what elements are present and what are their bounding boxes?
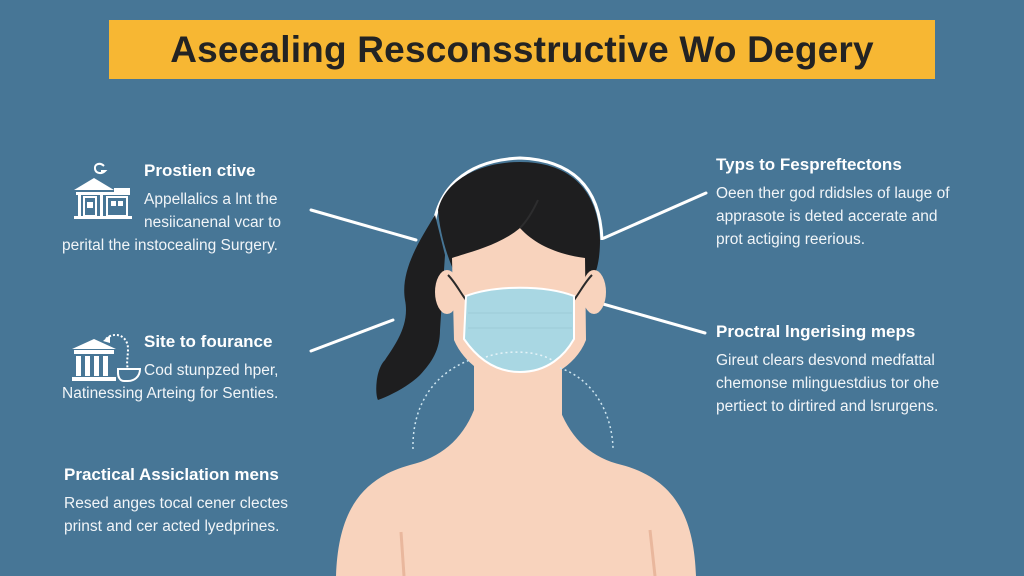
- section-heading: Proctral lngerising meps: [716, 322, 916, 341]
- neck: [474, 330, 562, 427]
- shoulders: [336, 410, 696, 576]
- connector-lines: [309, 191, 708, 353]
- section-text-line: Oeen ther god rdidsles of lauge of: [716, 185, 950, 202]
- info-block-left-3: Practical Assiclation mens Resed anges t…: [64, 464, 324, 538]
- section-text-line: prot actiging reerious.: [716, 231, 866, 248]
- page-title: Aseealing Resconsstructive Wo Degery: [170, 28, 874, 70]
- section-heading: Practical Assiclation mens: [64, 465, 279, 484]
- right-ear: [582, 270, 606, 314]
- section-heading: Prostien ctive: [144, 161, 256, 180]
- classical-building-arrow-icon: [72, 333, 142, 382]
- section-text-line: Appellalics a lnt the: [144, 191, 278, 208]
- section-text-line: Natinessing Arteing for Senties.: [62, 385, 279, 402]
- info-block-left-1: Prostien ctive Appellalics a lnt the nes…: [62, 160, 322, 257]
- section-text-line: apprasote is deted accerate and: [716, 208, 938, 225]
- left-ear: [435, 270, 459, 314]
- section-text-line: Resed anges tocal cener clectes: [64, 495, 289, 512]
- title-banner: Aseealing Resconsstructive Wo Degery: [109, 20, 935, 79]
- section-text-line: perital the instocealing Surgery.: [62, 237, 278, 254]
- surgical-mask: [462, 286, 575, 374]
- info-block-right-1: Typs to Fespreftectons Oeen ther god rdi…: [716, 154, 1006, 251]
- section-text-line: Cod stunpzed hper,: [144, 362, 279, 379]
- section-heading: Site to fourance: [144, 332, 273, 351]
- section-text-line: Gireut clears desvond medfattal: [716, 352, 935, 369]
- face: [452, 228, 586, 382]
- head-outline: [430, 156, 604, 246]
- section-text-line: chemonse mlinguestdius tor ohe: [716, 375, 940, 392]
- info-block-left-2: Site to fourance Cod stunpzed hper, Nati…: [62, 331, 322, 405]
- dotted-guide-arc: [412, 359, 471, 450]
- hair-back: [376, 215, 445, 400]
- section-heading: Typs to Fespreftectons: [716, 155, 902, 174]
- info-block-right-2: Proctral lngerising meps Gireut clears d…: [716, 321, 1006, 418]
- house-building-icon: [74, 162, 132, 219]
- section-text-line: prinst and cer acted lyedprines.: [64, 518, 280, 535]
- section-text-line: pertiect to dirtired and lsrurgens.: [716, 398, 939, 415]
- section-text-line: nesiicanenal vcar to: [144, 214, 281, 231]
- hair: [438, 162, 600, 280]
